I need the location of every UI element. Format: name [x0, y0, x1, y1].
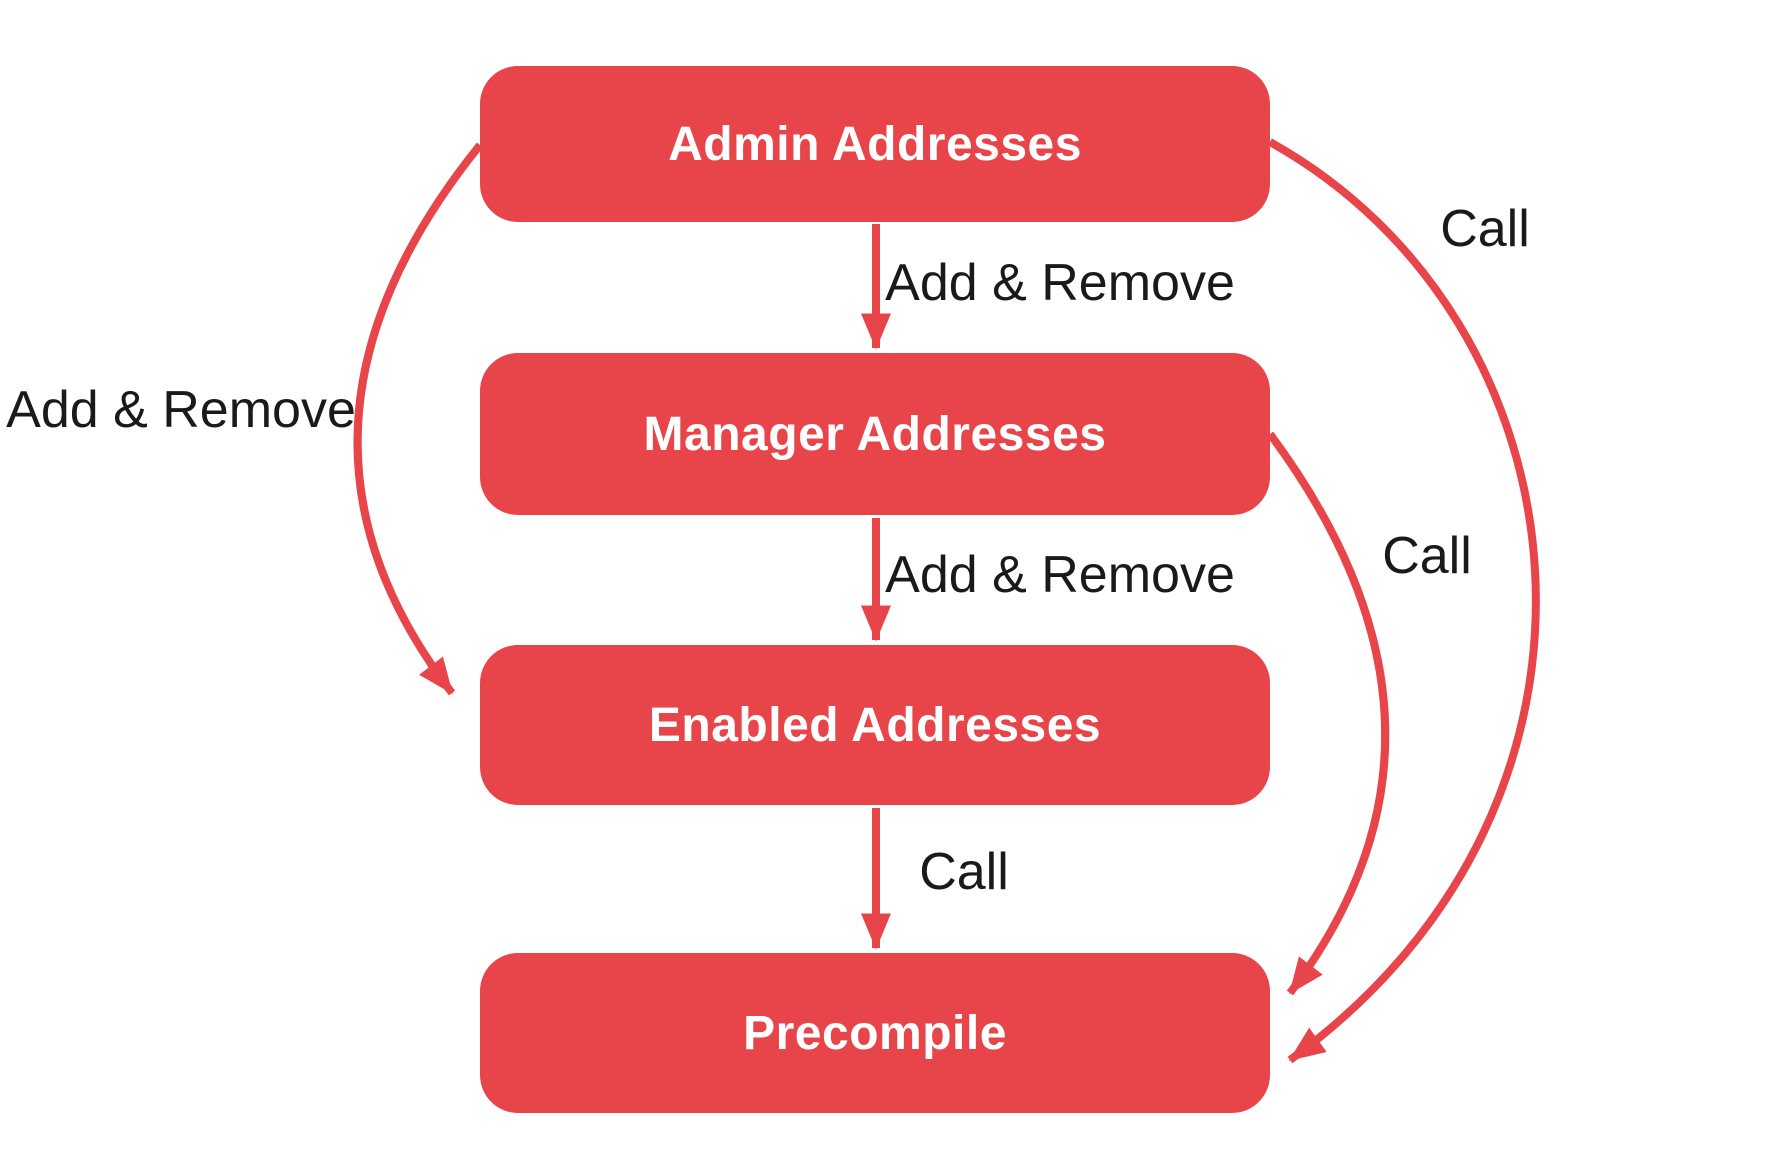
edge-label-admin-to-precompile: Call: [1440, 200, 1530, 258]
node-precompile: Precompile: [480, 953, 1270, 1113]
edge-label-manager-to-enabled: Add & Remove: [885, 546, 1235, 604]
edge-label-enabled-to-precompile: Call: [919, 843, 1009, 901]
node-enabled-addresses: Enabled Addresses: [480, 645, 1270, 805]
node-manager-addresses: Manager Addresses: [480, 353, 1270, 515]
edge-admin-to-enabled-arrow: [353, 142, 484, 696]
edge-manager-to-precompile-arrow: [1266, 431, 1390, 996]
node-admin-addresses: Admin Addresses: [480, 66, 1270, 222]
edge-label-admin-to-enabled: Add & Remove: [6, 381, 356, 439]
edge-label-admin-to-manager: Add & Remove: [885, 254, 1235, 312]
edge-label-manager-to-precompile: Call: [1382, 527, 1472, 585]
edge-admin-to-precompile-arrow: [1268, 138, 1540, 1064]
